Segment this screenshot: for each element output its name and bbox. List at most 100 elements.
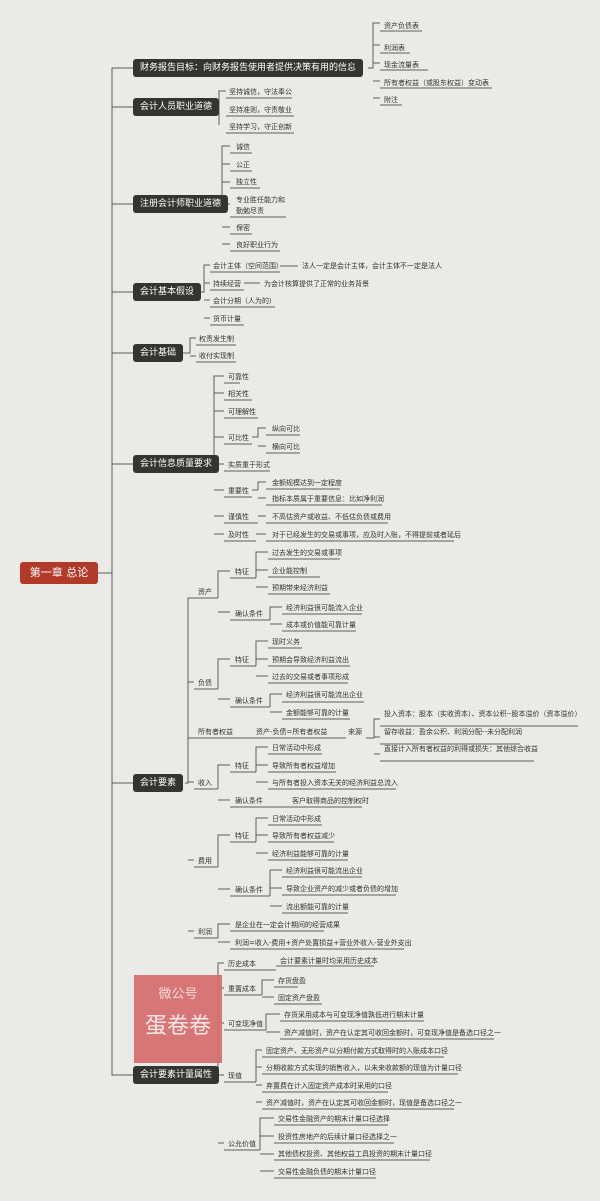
branch-info-quality[interactable]: 会计信息质量要求 [133, 455, 220, 473]
leaf-cash-flow[interactable]: 现金流量表 [384, 61, 419, 69]
leaf-liab-feature-3[interactable]: 过去的交易或者事项形成 [272, 673, 349, 681]
leaf-income[interactable]: 收入 [198, 779, 212, 787]
leaf-fair-3[interactable]: 其他债权投资、其他权益工具投资的期末计量口径 [278, 1150, 432, 1158]
leaf-profit[interactable]: 利润 [198, 928, 212, 936]
leaf-pv-4[interactable]: 资产减值时，资产在认定其可收回金额时，现值是备选口径之一 [266, 1099, 462, 1107]
leaf-asset-confirm-2[interactable]: 成本或价值能可靠计量 [286, 621, 356, 629]
leaf-fair-value[interactable]: 公允价值 [228, 1140, 256, 1148]
leaf-money-measure[interactable]: 货币计量 [213, 315, 241, 323]
leaf-replacement-cost[interactable]: 重置成本 [228, 985, 256, 993]
leaf-cpa-1[interactable]: 诚信 [236, 143, 250, 151]
label-asset-confirm[interactable]: 确认条件 [235, 610, 263, 618]
leaf-notes[interactable]: 附注 [384, 96, 398, 104]
leaf-liability[interactable]: 负债 [198, 679, 212, 687]
leaf-pv-3[interactable]: 弃置费在计入固定资产成本时采用的口径 [266, 1082, 392, 1090]
leaf-balance-sheet[interactable]: 资产负债表 [384, 22, 419, 30]
leaf-replace-1[interactable]: 存货盘盈 [278, 977, 306, 985]
label-liab-feature[interactable]: 特征 [235, 656, 249, 664]
leaf-cpa-4a[interactable]: 专业胜任能力和 [236, 196, 285, 204]
label-asset-feature[interactable]: 特征 [235, 568, 249, 576]
leaf-relevance[interactable]: 相关性 [228, 390, 249, 398]
label-expense-feature[interactable]: 特征 [235, 832, 249, 840]
leaf-going-concern[interactable]: 持续经营 [213, 280, 241, 288]
leaf-equity-change[interactable]: 所有者权益（或股东权益）变动表 [384, 79, 489, 87]
leaf-accounting-subject[interactable]: 会计主体（空间范围） [213, 262, 283, 270]
leaf-ethics-3[interactable]: 坚持学习，守正创新 [229, 123, 292, 131]
root-node[interactable]: 第一章 总论 [20, 562, 98, 584]
leaf-owners-equity[interactable]: 所有者权益 [198, 728, 233, 736]
leaf-substance-over-form[interactable]: 实质重于形式 [228, 461, 270, 469]
leaf-fair-4[interactable]: 交易性金融负债的期末计量口径 [278, 1168, 376, 1176]
label-income-feature[interactable]: 特征 [235, 762, 249, 770]
label-liab-confirm[interactable]: 确认条件 [235, 697, 263, 705]
branch-accounting-elements[interactable]: 会计要素 [133, 774, 184, 792]
leaf-ethics-1[interactable]: 坚持诚信，守法奉公 [229, 88, 292, 96]
leaf-expense-feature-2[interactable]: 导致所有者权益减少 [272, 832, 335, 840]
branch-accountant-ethics[interactable]: 会计人员职业道德 [133, 98, 220, 116]
leaf-income-statement[interactable]: 利润表 [384, 44, 405, 52]
leaf-reliability[interactable]: 可靠性 [228, 373, 249, 381]
leaf-historical-cost[interactable]: 历史成本 [228, 960, 256, 968]
note-timeliness: 对于已经发生的交易或事项，应及时入账，不得提前或者延后 [272, 531, 461, 539]
leaf-liab-confirm-1[interactable]: 经济利益很可能流出企业 [286, 691, 363, 699]
leaf-cpa-2[interactable]: 公正 [236, 161, 250, 169]
leaf-cpa-3[interactable]: 独立性 [236, 178, 257, 186]
leaf-expense-feature-1[interactable]: 日常活动中形成 [272, 815, 321, 823]
branch-cpa-ethics[interactable]: 注册会计师职业道德 [133, 195, 229, 213]
leaf-understandability[interactable]: 可理解性 [228, 408, 256, 416]
leaf-timeliness[interactable]: 及时性 [228, 531, 249, 539]
leaf-pv-1[interactable]: 固定资产、无形资产以分期付款方式取得时的入账成本口径 [266, 1047, 448, 1055]
leaf-liab-confirm-2[interactable]: 金额能够可靠的计量 [286, 709, 349, 717]
leaf-cpa-4b[interactable]: 勤勉尽责 [236, 207, 264, 215]
label-equity-source[interactable]: 来源 [348, 728, 362, 736]
leaf-asset-feature-1[interactable]: 过去发生的交易或事项 [272, 549, 342, 557]
leaf-expense-confirm-3[interactable]: 流出额能可靠的计量 [286, 903, 349, 911]
leaf-income-feature-2[interactable]: 导致所有者权益增加 [272, 762, 335, 770]
branch-measurement-attributes[interactable]: 会计要素计量属性 [133, 1066, 220, 1084]
leaf-profit-1[interactable]: 是企业在一定会计期间的经营成果 [235, 921, 340, 929]
leaf-material-amount[interactable]: 金额规模达到一定程度 [272, 479, 342, 487]
leaf-materiality[interactable]: 重要性 [228, 487, 249, 495]
leaf-asset-feature-3[interactable]: 预期带来经济利益 [272, 584, 328, 592]
leaf-liab-feature-1[interactable]: 现时义务 [272, 638, 300, 646]
leaf-fair-1[interactable]: 交易性金融资产的期末计量口径选择 [278, 1115, 390, 1123]
leaf-income-feature-1[interactable]: 日常活动中形成 [272, 744, 321, 752]
leaf-fair-2[interactable]: 投资性房地产的后续计量口径选择之一 [278, 1133, 397, 1141]
leaf-cash-basis[interactable]: 收付实现制 [199, 352, 234, 360]
leaf-liab-feature-2[interactable]: 预期会导致经济利益流出 [272, 656, 349, 664]
label-income-confirm[interactable]: 确认条件 [235, 797, 263, 805]
leaf-expense-confirm-1[interactable]: 经济利益很可能流出企业 [286, 867, 363, 875]
leaf-pv-2[interactable]: 分期收款方式实现的销售收入，以未来收款额的现值为计量口径 [266, 1064, 462, 1072]
branch-basic-assumption[interactable]: 会计基本假设 [133, 283, 202, 301]
leaf-ethics-2[interactable]: 坚持准则，守责敬业 [229, 106, 292, 114]
leaf-nrv-1[interactable]: 存货采用成本与可变现净值孰低进行期末计量 [284, 1011, 424, 1019]
leaf-source-capital[interactable]: 投入资本：股本（实收资本）、资本公积--股本溢价（资本溢价） [384, 710, 582, 718]
label-expense-confirm[interactable]: 确认条件 [235, 886, 263, 894]
leaf-asset-feature-2[interactable]: 企业能控制 [272, 567, 307, 575]
branch-accounting-basis[interactable]: 会计基础 [133, 344, 184, 362]
leaf-accrual[interactable]: 权责发生制 [199, 335, 234, 343]
leaf-expense-confirm-2[interactable]: 导致企业资产的减少或者负债的增加 [286, 885, 398, 893]
leaf-horizontal-compare[interactable]: 横向可比 [272, 443, 300, 451]
leaf-present-value[interactable]: 现值 [228, 1072, 242, 1080]
leaf-material-nature[interactable]: 指标本质属于重要信息：比如净利润 [272, 495, 384, 503]
leaf-net-realizable-value[interactable]: 可变现净值 [228, 1020, 263, 1028]
leaf-asset-confirm-1[interactable]: 经济利益很可能流入企业 [286, 604, 363, 612]
leaf-source-retained[interactable]: 留存收益：盈余公积、利润分配--未分配利润 [384, 728, 523, 736]
leaf-nrv-2[interactable]: 资产减值时，资产在认定其可收回金额时，可变现净值是备选口径之一 [284, 1029, 501, 1037]
leaf-accounting-period[interactable]: 会计分期（人为的） [213, 297, 276, 305]
branch-financial-report-goal[interactable]: 财务报告目标：向财务报告使用者提供决策有用的信息 [133, 59, 364, 77]
leaf-cpa-6[interactable]: 良好职业行为 [236, 241, 278, 249]
leaf-profit-formula[interactable]: 利润=收入-费用+资产处置损益+营业外收入-营业外支出 [235, 939, 412, 947]
leaf-prudence[interactable]: 谨慎性 [228, 513, 249, 521]
leaf-expense[interactable]: 费用 [198, 857, 212, 865]
leaf-comparability[interactable]: 可比性 [228, 434, 249, 442]
leaf-income-feature-3[interactable]: 与所有者投入资本无关的经济利益总流入 [272, 779, 398, 787]
leaf-vertical-compare[interactable]: 纵向可比 [272, 425, 300, 433]
leaf-expense-feature-3[interactable]: 经济利益能够可靠的计量 [272, 850, 349, 858]
leaf-replace-2[interactable]: 固定资产盘盈 [278, 994, 320, 1002]
leaf-source-oci[interactable]: 直接计入所有者权益的利得或损失：其他综合收益 [384, 745, 538, 753]
leaf-cpa-5[interactable]: 保密 [236, 224, 250, 232]
leaf-asset[interactable]: 资产 [198, 588, 212, 596]
